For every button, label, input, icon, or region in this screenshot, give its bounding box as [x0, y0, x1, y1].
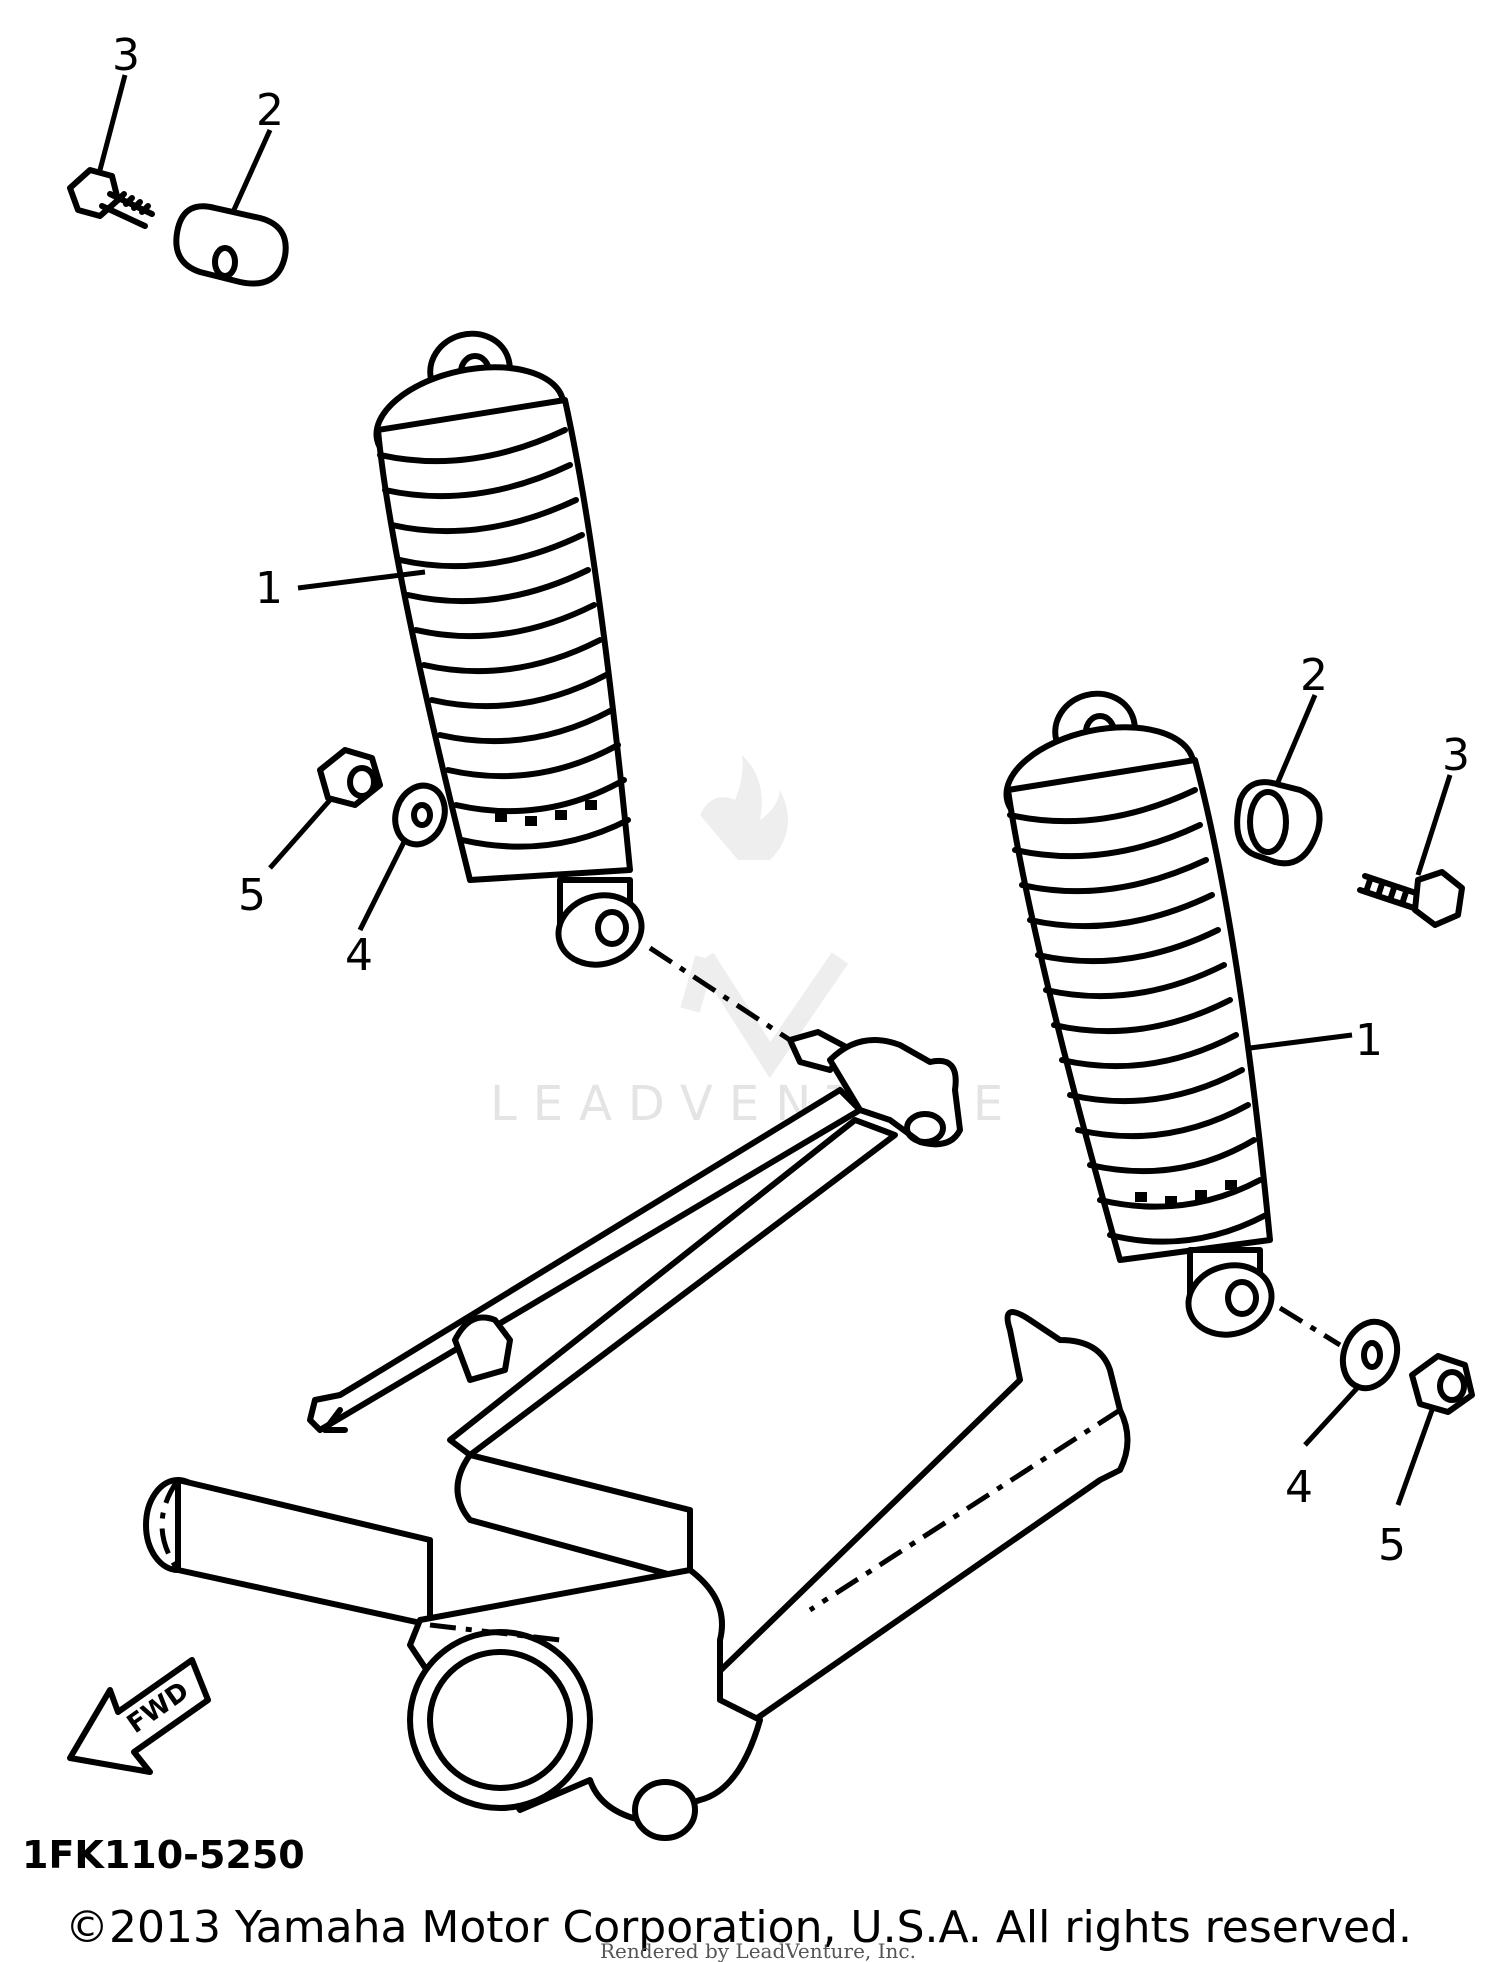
left-shock-absorber — [373, 330, 645, 968]
washer-icon-right — [1339, 1318, 1401, 1392]
right-shock-absorber — [1003, 690, 1275, 1338]
nut-icon-right — [1409, 1353, 1475, 1415]
callout-2-right: 2 — [1300, 650, 1328, 701]
callout-4-right: 4 — [1285, 1462, 1313, 1513]
callout-3-right: 3 — [1442, 730, 1470, 781]
washer-icon — [392, 782, 448, 848]
callout-5-left: 5 — [238, 870, 266, 921]
rendered-by-text: Rendered by LeadVenture, Inc. — [600, 1939, 916, 1962]
callout-1-left: 1 — [255, 563, 283, 614]
callout-2-top: 2 — [256, 85, 284, 136]
part-code: 1FK110-5250 — [22, 1833, 305, 1877]
fwd-arrow-icon: FWD — [67, 1657, 211, 1775]
callout-4-left: 4 — [345, 930, 373, 981]
bolt-icon — [67, 167, 155, 229]
swingarm — [143, 1029, 1131, 1841]
nut-icon — [317, 747, 383, 808]
callout-5-right: 5 — [1378, 1520, 1406, 1571]
collar-icon-right — [1234, 779, 1323, 867]
callout-3-top: 3 — [112, 30, 140, 81]
callout-1-right: 1 — [1355, 1015, 1383, 1066]
collar-icon — [173, 203, 289, 287]
bolt-icon-right — [1357, 869, 1465, 928]
copyright-text: ©2013 Yamaha Motor Corporation, U.S.A. A… — [65, 1902, 1412, 1953]
